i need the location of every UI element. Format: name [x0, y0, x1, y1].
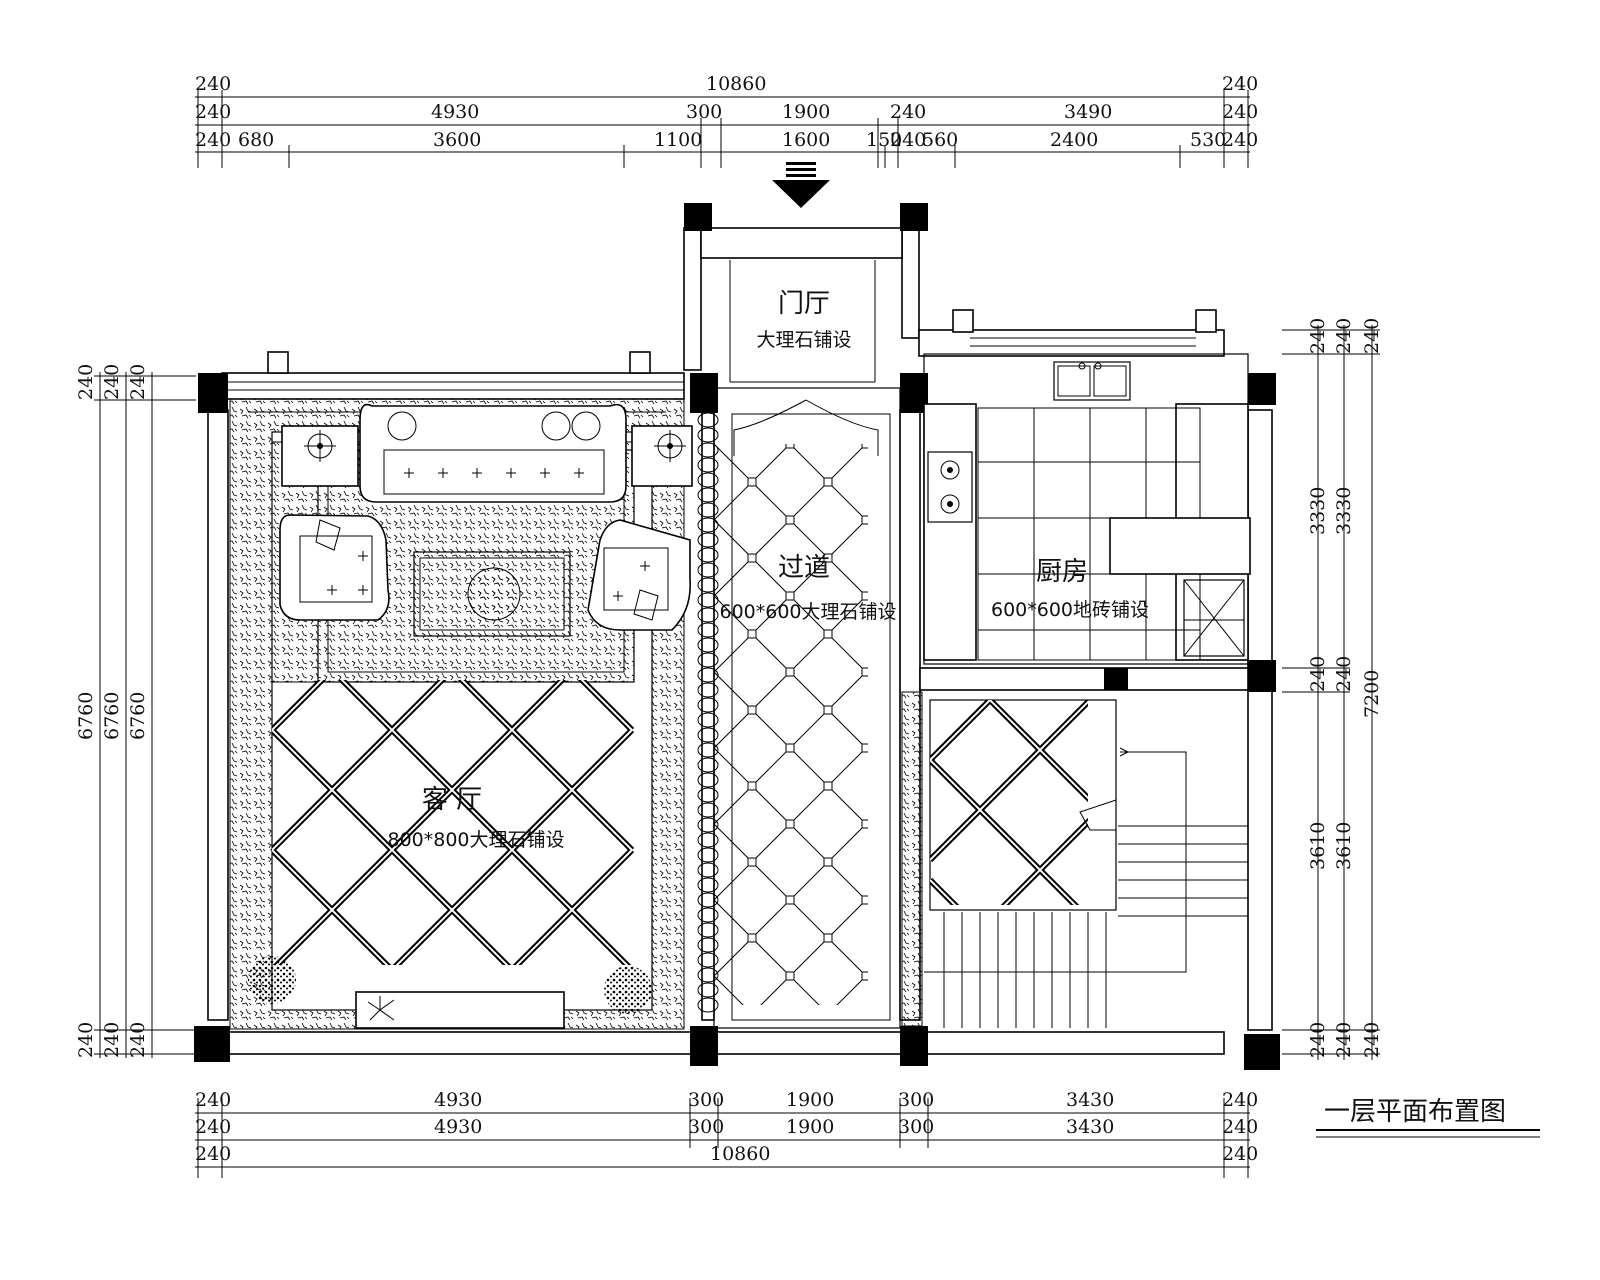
kitchen: 厨房 600*600地砖铺设	[923, 353, 1251, 665]
dim-right-4: 3330	[1307, 487, 1329, 535]
dim-bottom-3-b: 10860	[710, 1143, 770, 1165]
living-room: 客 厅 800*800大理石铺设	[229, 398, 693, 1030]
drawing-title: 一层平面布置图	[1316, 1097, 1540, 1138]
dim-left-5: 6760	[101, 692, 123, 740]
dim-right-2: 240	[1333, 318, 1355, 354]
dim-left-3: 240	[127, 364, 149, 400]
dim-bottom-2-e: 300	[898, 1116, 934, 1138]
dim-bottom-1-c: 300	[688, 1089, 724, 1111]
dim-bottom-3-c: 240	[1222, 1143, 1258, 1165]
dim-top-3-e: 1600	[782, 129, 830, 151]
corridor-label: 过道	[778, 553, 830, 583]
stair-area	[901, 691, 1248, 1028]
dim-left-4: 6760	[75, 692, 97, 740]
dim-bottom-2-b: 4930	[434, 1116, 482, 1138]
dim-bottom-2-f: 3430	[1066, 1116, 1114, 1138]
dim-bottom-2-g: 240	[1222, 1116, 1258, 1138]
dim-top-3-b: 680	[238, 129, 274, 151]
drawing-title-text: 一层平面布置图	[1324, 1097, 1506, 1127]
bottom-dimensions: 240 4930 300 1900 300 3430 240 240 4930 …	[195, 1089, 1258, 1178]
dim-top-1-c: 240	[1222, 73, 1258, 95]
dim-top-2-a: 240	[195, 101, 231, 123]
potted-plant-icon	[248, 956, 652, 1014]
dim-right-11: 240	[1307, 1022, 1329, 1058]
dim-right-5: 3330	[1333, 487, 1355, 535]
kitchen-material: 600*600地砖铺设	[991, 599, 1149, 621]
walls	[194, 203, 1280, 1070]
foyer-material: 大理石铺设	[756, 329, 851, 351]
foyer-label: 门厅	[778, 289, 830, 319]
dim-top-3-k: 240	[1222, 129, 1258, 151]
dim-right-6: 240	[1307, 656, 1329, 692]
dim-bottom-2-a: 240	[195, 1116, 231, 1138]
dim-top-2-d: 1900	[782, 101, 830, 123]
dim-top-1-a: 240	[195, 73, 231, 95]
dim-left-1: 240	[75, 364, 97, 400]
dim-left-2: 240	[101, 364, 123, 400]
kitchen-label: 厨房	[1036, 557, 1088, 587]
plant-icon	[367, 996, 395, 1021]
dim-bottom-1-b: 4930	[434, 1089, 482, 1111]
entrance-arrow-icon	[772, 162, 830, 208]
dim-left-8: 240	[101, 1022, 123, 1058]
dim-right-8: 7200	[1361, 670, 1383, 718]
living-diamond-tiles	[272, 680, 634, 965]
bead-curtain	[697, 412, 719, 1013]
stove-icon	[927, 451, 973, 523]
living-room-material: 800*800大理石铺设	[387, 829, 564, 851]
dim-left-7: 240	[75, 1022, 97, 1058]
dim-bottom-1-a: 240	[195, 1089, 231, 1111]
dim-bottom-1-d: 1900	[786, 1089, 834, 1111]
plant-icon	[467, 567, 521, 621]
dim-bottom-3-a: 240	[195, 1143, 231, 1165]
top-dimensions: 240 10860 240 240 4930 300 1900 240 3490…	[195, 73, 1258, 168]
dim-top-2-b: 4930	[431, 101, 479, 123]
dim-bottom-1-g: 240	[1222, 1089, 1258, 1111]
dim-top-3-d: 1100	[654, 129, 702, 151]
dim-top-2-f: 3490	[1064, 101, 1112, 123]
sink-icon	[1053, 361, 1131, 401]
dim-right-12: 240	[1333, 1022, 1355, 1058]
dim-top-3-j: 530	[1190, 129, 1226, 151]
dim-top-2-e: 240	[890, 101, 926, 123]
dim-bottom-2-c: 300	[688, 1116, 724, 1138]
dim-bottom-1-f: 3430	[1066, 1089, 1114, 1111]
dim-top-3-i: 2400	[1050, 129, 1098, 151]
dim-top-3-h: 560	[922, 129, 958, 151]
left-dimensions: 240 240 240 6760 6760 6760 240 240 240	[75, 364, 196, 1058]
dim-right-7: 240	[1333, 656, 1355, 692]
dim-bottom-2-d: 1900	[786, 1116, 834, 1138]
corridor: 过道 600*600大理石铺设	[713, 387, 901, 1029]
foyer-double-door	[733, 399, 879, 456]
living-room-label: 客 厅	[422, 785, 482, 815]
dim-left-6: 6760	[127, 692, 149, 740]
dim-top-3-g: 240	[890, 129, 926, 151]
dim-top-3-f: 150	[866, 129, 902, 151]
fridge-icon	[1183, 579, 1245, 657]
dim-top-1-b: 10860	[706, 73, 766, 95]
dim-top-3-c: 3600	[433, 129, 481, 151]
dim-left-9: 240	[127, 1022, 149, 1058]
right-dimensions: 240 240 240 3330 3330 240 240 7200 3610 …	[1282, 318, 1383, 1060]
dim-right-1: 240	[1307, 318, 1329, 354]
corridor-material: 600*600大理石铺设	[719, 601, 896, 623]
dim-bottom-1-e: 300	[898, 1089, 934, 1111]
dim-right-13: 240	[1361, 1022, 1383, 1058]
dim-top-2-c: 300	[686, 101, 722, 123]
dim-right-9: 3610	[1307, 822, 1329, 870]
dim-right-3: 240	[1361, 318, 1383, 354]
dim-top-3-a: 240	[195, 129, 231, 151]
dim-right-10: 3610	[1333, 822, 1355, 870]
dim-top-2-g: 240	[1222, 101, 1258, 123]
